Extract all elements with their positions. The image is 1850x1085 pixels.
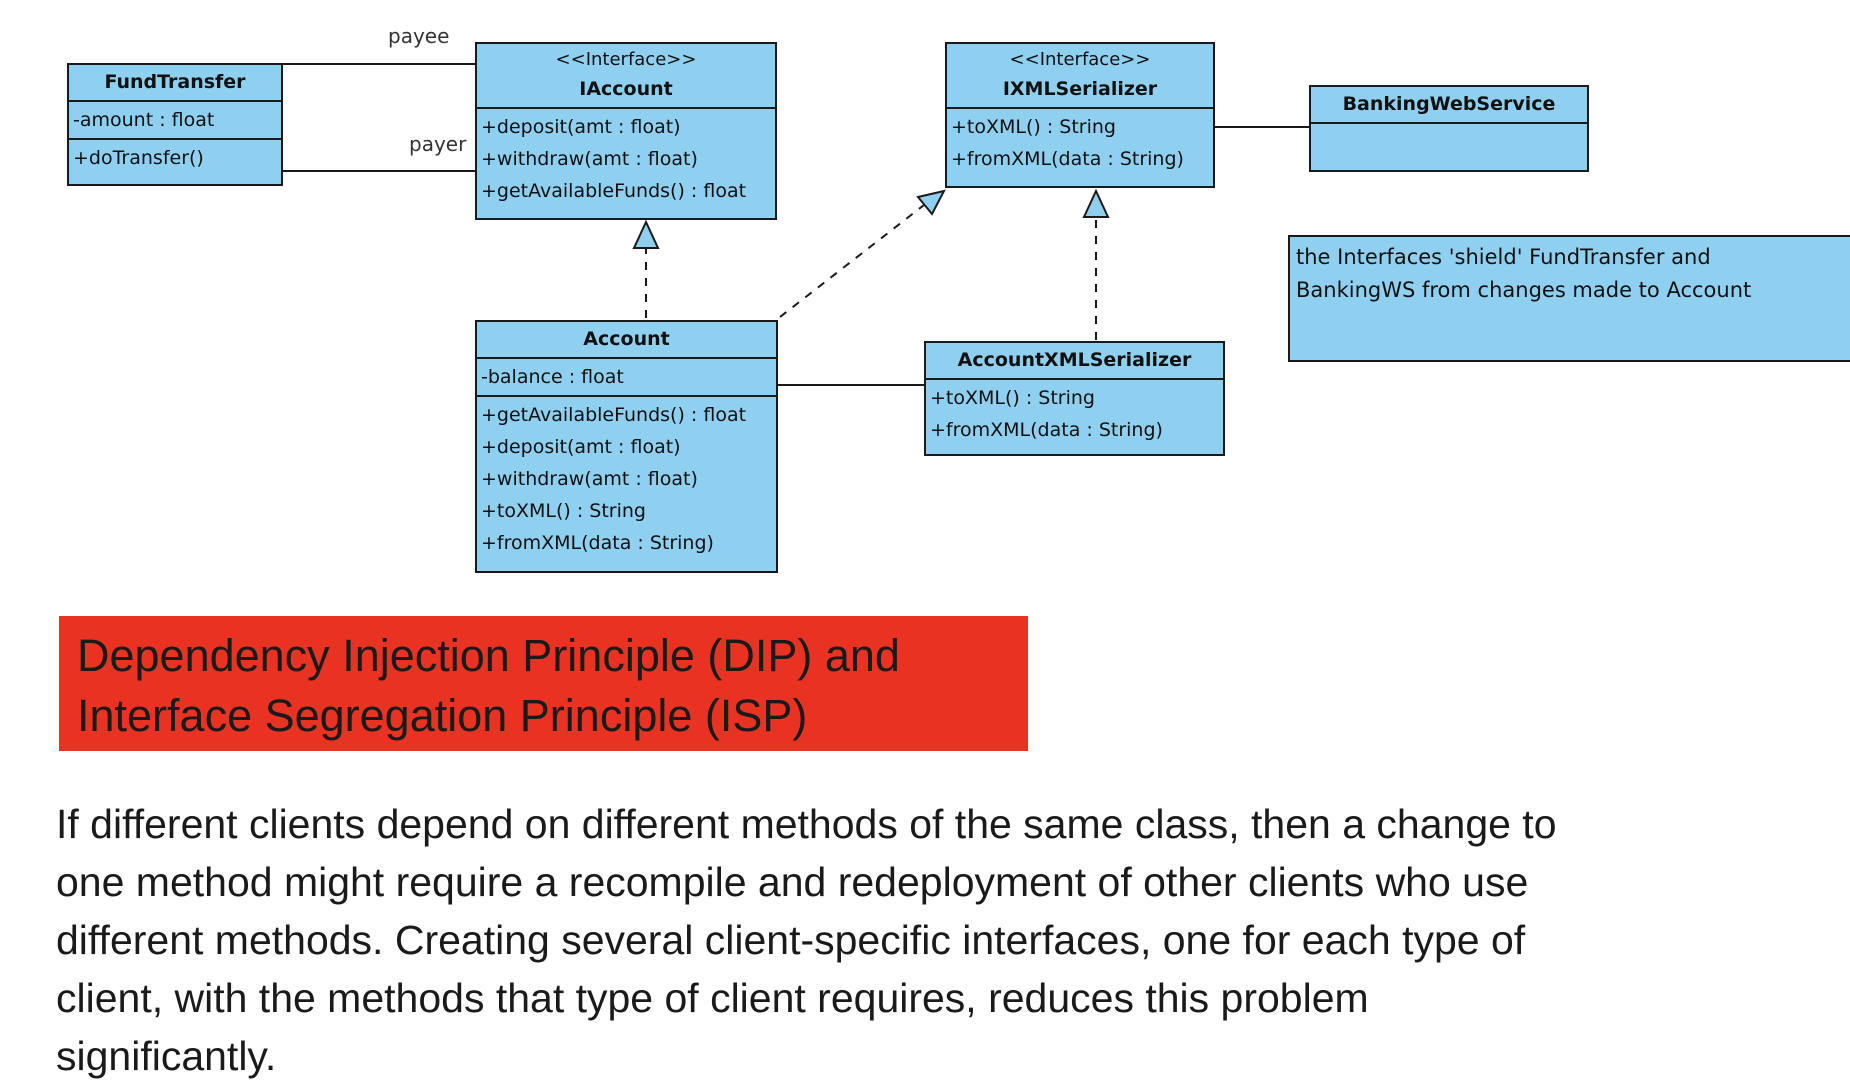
banner-line: Dependency Injection Principle (DIP) and [77,630,900,681]
paragraph-line: one method might require a recompile and… [56,859,1529,905]
payee-label: payee [388,24,450,48]
paragraph-line: client, with the methods that type of cl… [56,975,1369,1021]
fundtransfer-class: FundTransfer -amount : float +doTransfer… [67,63,283,186]
note-line: BankingWS from changes made to Account [1296,278,1752,302]
bankingwebservice-class: BankingWebService [1309,85,1589,172]
uml-note: the Interfaces 'shield' FundTransfer and… [1288,235,1850,362]
iaccount-interface: <<Interface>> IAccount +deposit(amt : fl… [475,42,777,220]
explanation-paragraph: If different clients depend on different… [56,795,1846,1085]
operation: +deposit(amt : float) [481,116,681,138]
operation: +getAvailableFunds() : float [481,180,747,202]
class-name: IXMLSerializer [1002,78,1158,100]
paragraph-line: significantly. [56,1033,277,1079]
ixmlserializer-interface: <<Interface>> IXMLSerializer +toXML() : … [945,42,1215,188]
class-name: BankingWebService [1342,93,1556,115]
class-name: IAccount [579,78,673,100]
operation: +withdraw(amt : float) [481,148,698,170]
banner-line: Interface Segregation Principle (ISP) [77,690,808,741]
operation: +deposit(amt : float) [481,436,681,458]
operation: +withdraw(amt : float) [481,468,698,490]
operation: +getAvailableFunds() : float [481,404,747,426]
realization-arrowhead [916,189,946,216]
payer-label: payer [409,132,467,156]
operation: +toXML() : String [481,500,646,522]
attribute: -amount : float [73,109,215,131]
account-ixmlserializer-realization [779,204,925,318]
class-name: FundTransfer [104,71,246,93]
operation: +doTransfer() [73,147,204,169]
account-class: Account -balance : float +getAvailableFu… [475,320,778,573]
realization-arrowhead [632,219,660,249]
paragraph-line: different methods. Creating several clie… [56,917,1526,963]
realization-arrowhead [1082,188,1110,218]
operation: +toXML() : String [930,387,1095,409]
class-name: AccountXMLSerializer [957,349,1192,371]
operation: +fromXML(data : String) [951,148,1184,170]
accountxmlserializer-class: AccountXMLSerializer +toXML() : String +… [924,341,1225,456]
operation: +fromXML(data : String) [481,532,714,554]
uml-connectors [282,63,1310,386]
class-name: Account [583,328,670,350]
attribute: -balance : float [481,366,624,388]
note-line: the Interfaces 'shield' FundTransfer and [1296,245,1711,269]
principle-banner: Dependency Injection Principle (DIP) and… [59,616,1028,751]
stereotype: <<Interface>> [1009,49,1151,70]
operation: +fromXML(data : String) [930,419,1163,441]
operation: +toXML() : String [951,116,1116,138]
stereotype: <<Interface>> [555,49,697,70]
paragraph-line: If different clients depend on different… [56,801,1557,847]
